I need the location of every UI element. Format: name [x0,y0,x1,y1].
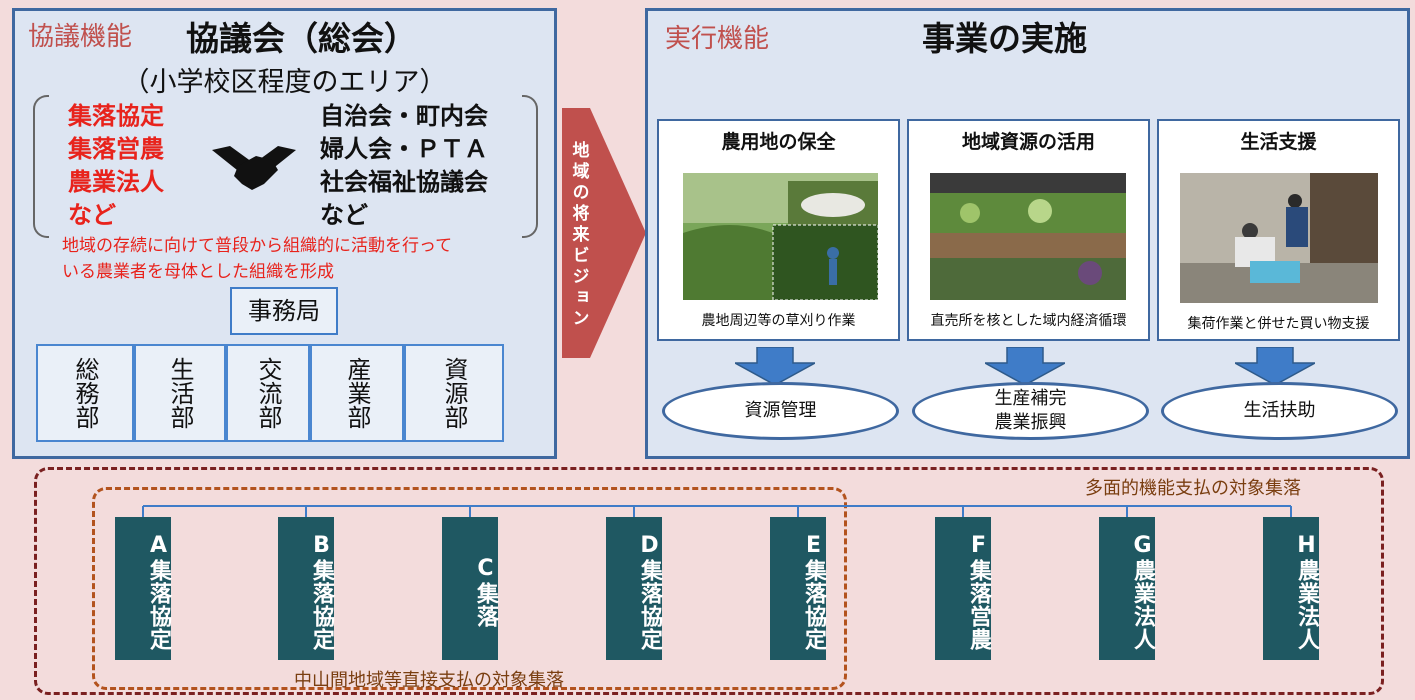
dept-industry: 産業部 [310,344,404,442]
list-item: 集落営農 [68,135,164,163]
list-item: 婦人会・ＰＴＡ [320,135,488,163]
village-e: E集落協定 [770,517,826,660]
list-item: 社会福祉協議会 [320,168,488,196]
area-subtitle: （小学校区程度のエリア） [122,67,447,98]
village-h: H農業法人 [1263,517,1319,660]
down-arrow-icon [985,347,1065,385]
vision-label: 地域の将来ビジョン [568,140,589,330]
council-title: 協議会（総会） [186,19,417,58]
hilly-area-payment-label: 中山間地域等直接支払の対象集落 [294,670,564,691]
list-item: 集落協定 [68,102,164,130]
grass-cutting-photo [683,173,878,300]
village-f: F集落営農 [935,517,991,660]
down-arrow-icon [1235,347,1315,385]
left-bracket [33,95,49,238]
vision-arrow [562,108,646,358]
list-item: 自治会・町内会 [320,102,488,130]
card-caption: 集荷作業と併せた買い物支援 [1187,316,1370,332]
village-g: G農業法人 [1099,517,1155,660]
farmer-org-list: 集落協定 集落営農 農業法人 など [68,100,164,232]
hilly-area-payment-area [92,487,847,690]
village-d: D集落協定 [606,517,662,660]
handshake-icon [212,146,296,190]
result-life-assistance: 生活扶助 [1161,382,1398,440]
card-title: 農用地の保全 [721,131,836,153]
implementation-title: 事業の実施 [922,19,1087,58]
dept-life: 生活部 [134,344,226,442]
result-production: 生産補完 農業振興 [912,382,1149,440]
multifunction-payment-area [34,467,1384,695]
shopping-support-photo [1180,173,1378,303]
result-resource-management: 資源管理 [662,382,899,440]
card-title: 地域資源の活用 [961,131,1095,153]
list-item: など [68,201,116,229]
multifunction-payment-label: 多面的機能支払の対象集落 [1085,478,1301,499]
village-a: A集落協定 [115,517,171,660]
dept-resources: 資源部 [404,344,504,442]
village-c: C集落 [442,517,498,660]
deliberation-label: 協議機能 [28,22,133,52]
secretariat-box: 事務局 [230,287,338,335]
list-item: 農業法人 [68,168,164,196]
village-b: B集落協定 [278,517,334,660]
execution-label: 実行機能 [665,24,770,54]
dept-exchange: 交流部 [226,344,310,442]
down-arrow-icon [735,347,815,385]
card-caption: 直売所を核とした域内経済循環 [930,313,1127,329]
card-caption: 農地周辺等の草刈り作業 [701,313,856,329]
community-org-list: 自治会・町内会 婦人会・ＰＴＡ 社会福祉協議会 など [320,100,488,232]
organization-note: 地域の存続に向けて普段から組織的に活動を行って いる農業者を母体とした組織を形成 [62,236,453,282]
dept-general-affairs: 総務部 [36,344,134,442]
direct-sales-photo [930,173,1126,300]
card-title: 生活支援 [1240,131,1317,153]
list-item: など [320,201,368,229]
